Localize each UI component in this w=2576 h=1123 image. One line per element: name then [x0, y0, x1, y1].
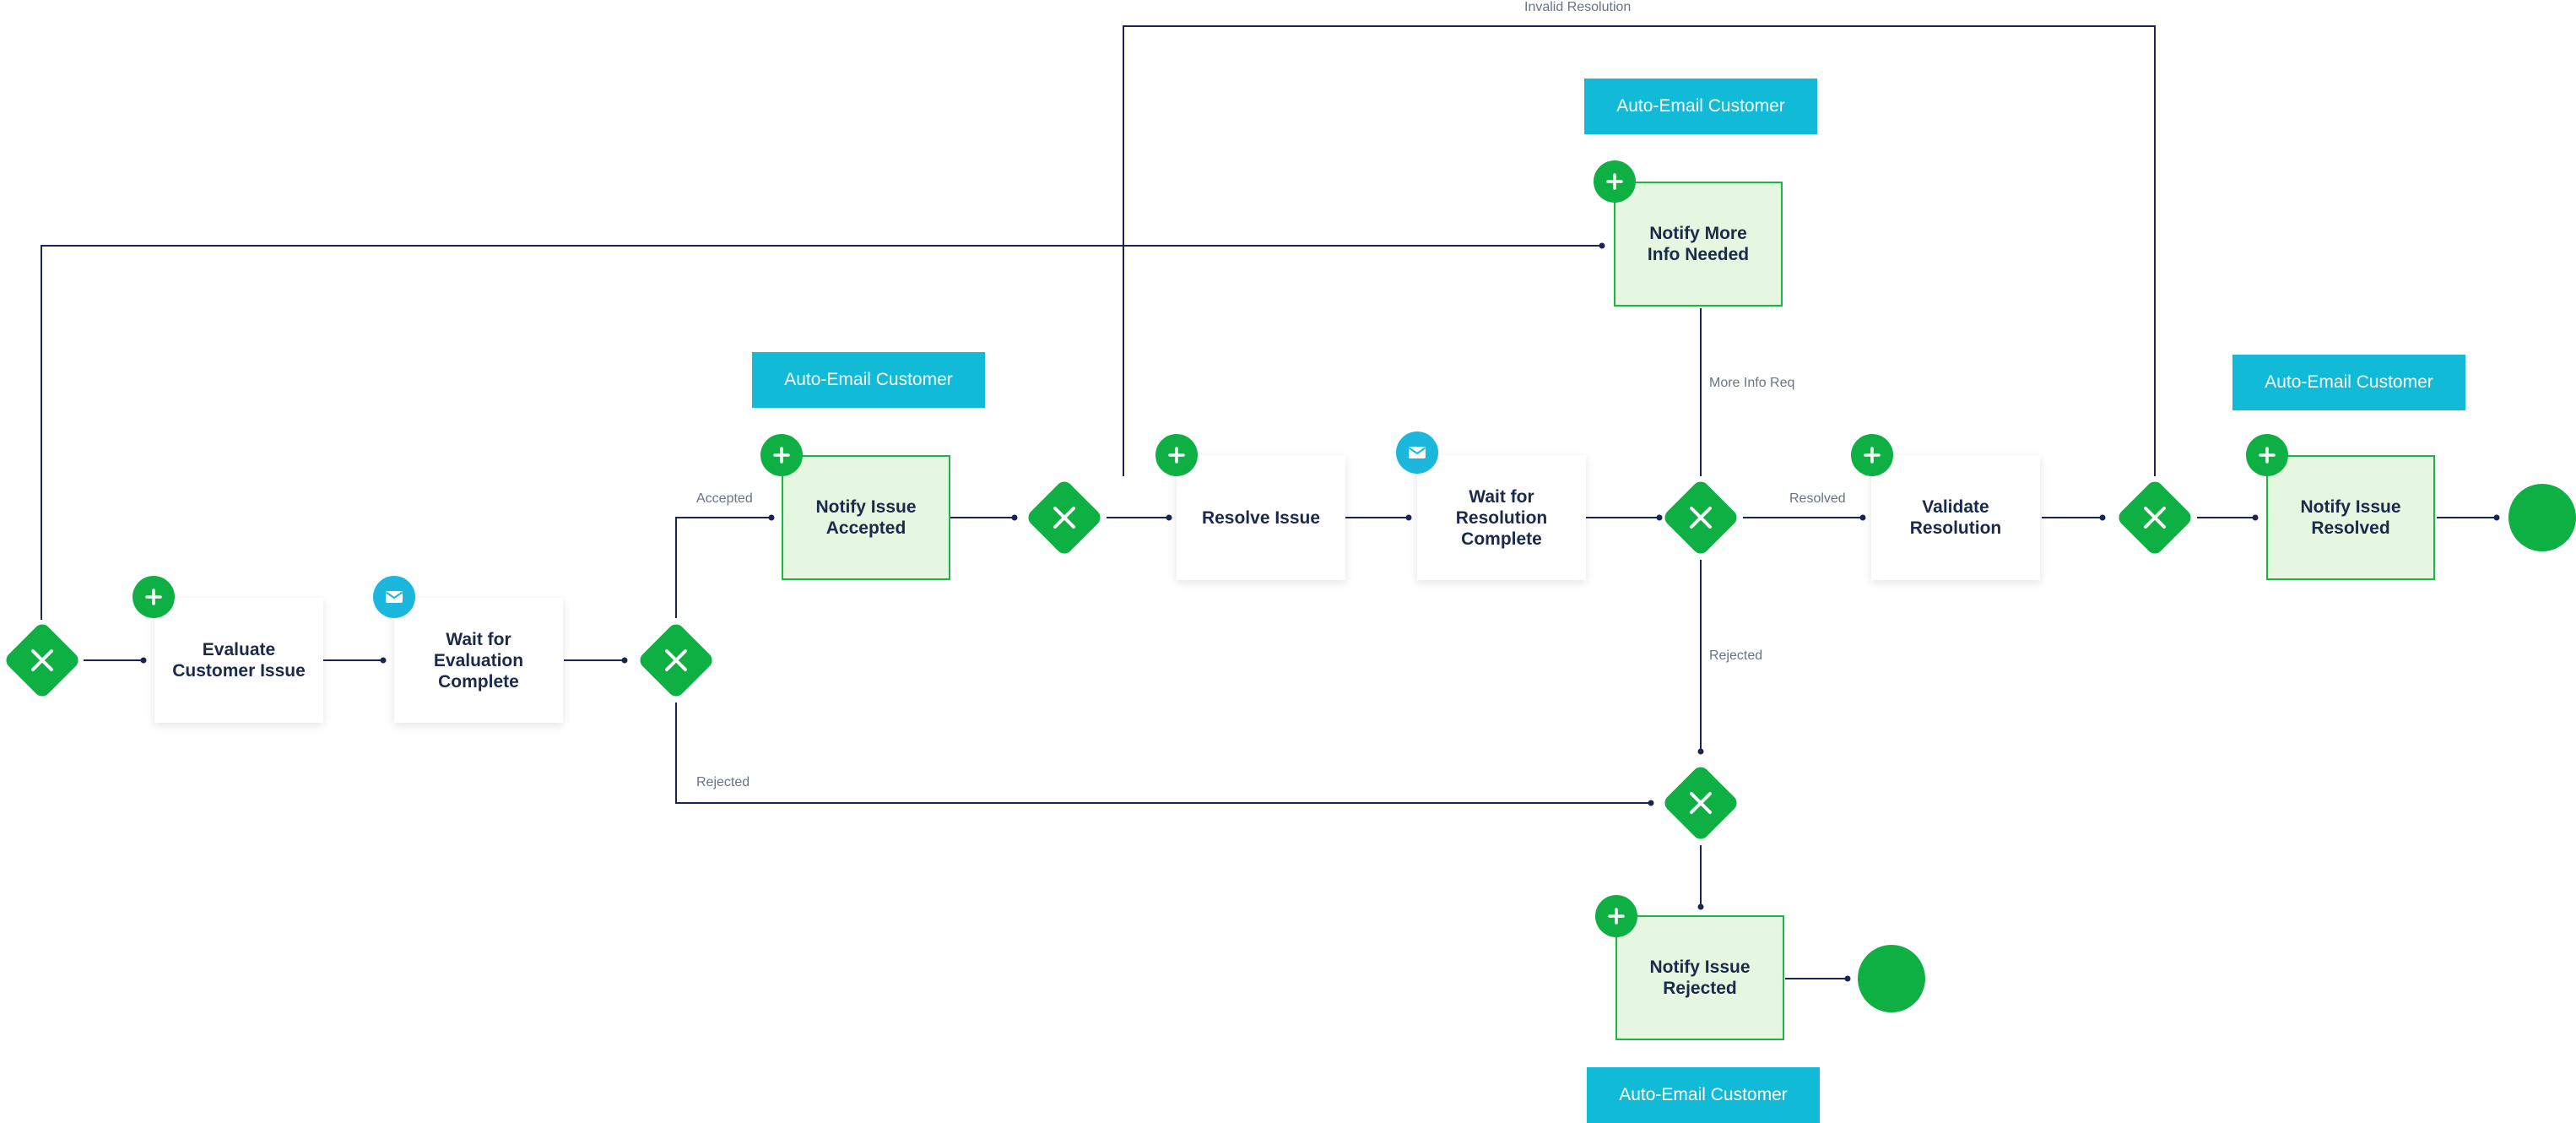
end-event-resolved[interactable]	[2508, 484, 2576, 551]
plus-icon[interactable]	[133, 576, 175, 618]
task-label: Notify Issue Rejected	[1649, 958, 1751, 998]
plus-icon[interactable]	[2246, 434, 2288, 476]
flow-accepted	[675, 517, 771, 618]
task-label: Evaluate Customer Issue	[172, 640, 306, 681]
gateway-evaluation-decision[interactable]	[634, 618, 718, 703]
task-label: Notify Issue Resolved	[2300, 497, 2401, 538]
task-notify-issue-resolved[interactable]: Notify Issue Resolved	[2266, 455, 2435, 580]
flow-label-rejected: Rejected	[696, 775, 750, 789]
task-notify-issue-rejected[interactable]: Notify Issue Rejected	[1615, 915, 1784, 1040]
gateway-resolve-merge[interactable]	[1022, 475, 1107, 560]
flow-label-invalid-resolution: Invalid Resolution	[1524, 0, 1632, 14]
task-wait-for-resolution[interactable]: Wait for Resolution Complete	[1417, 455, 1586, 580]
gateway-resolution-decision[interactable]	[1659, 475, 1743, 560]
task-label: Resolve Issue	[1201, 507, 1321, 528]
exclusive-gateway-x-icon	[640, 624, 712, 697]
task-label: Wait for Resolution Complete	[1455, 486, 1548, 549]
end-event-rejected[interactable]	[1858, 945, 1925, 1012]
task-notify-issue-accepted[interactable]: Notify Issue Accepted	[782, 455, 950, 580]
gateway-validation-decision[interactable]	[2113, 475, 2197, 560]
exclusive-gateway-x-icon	[6, 624, 78, 697]
envelope-icon[interactable]	[1396, 431, 1438, 474]
plus-icon[interactable]	[760, 434, 803, 476]
task-notify-more-info-needed[interactable]: Notify More Info Needed	[1614, 182, 1783, 307]
plus-icon[interactable]	[1155, 434, 1198, 476]
email-tag-rejected[interactable]: Auto-Email Customer	[1587, 1067, 1820, 1123]
task-label: Validate Resolution	[1909, 497, 2002, 538]
flow-label-accepted: Accepted	[696, 491, 753, 506]
task-label: Notify More Info Needed	[1647, 224, 1750, 264]
exclusive-gateway-x-icon	[1664, 767, 1737, 839]
plus-icon[interactable]	[1594, 160, 1636, 203]
email-tag-accepted[interactable]: Auto-Email Customer	[752, 352, 985, 408]
plus-icon[interactable]	[1851, 434, 1893, 476]
email-tag-more-info[interactable]: Auto-Email Customer	[1584, 79, 1817, 134]
envelope-icon[interactable]	[373, 576, 415, 618]
gateway-rejected-merge[interactable]	[1659, 761, 1743, 845]
flow-label-resolved: Resolved	[1789, 491, 1846, 506]
task-label: Notify Issue Accepted	[815, 497, 917, 538]
exclusive-gateway-x-icon	[1664, 481, 1737, 554]
flow-label-rejected-mid: Rejected	[1709, 648, 1763, 663]
task-validate-resolution[interactable]: Validate Resolution	[1871, 455, 2040, 580]
plus-icon[interactable]	[1595, 895, 1637, 937]
gateway-start[interactable]	[0, 618, 84, 703]
flow-endpoints	[140, 242, 2500, 982]
flow-rejected	[675, 703, 1651, 804]
task-resolve-issue[interactable]: Resolve Issue	[1177, 455, 1345, 580]
flow-loop-more-info	[41, 245, 1602, 620]
task-label: Wait for Evaluation Complete	[433, 629, 524, 692]
task-wait-for-evaluation[interactable]: Wait for Evaluation Complete	[394, 598, 563, 723]
exclusive-gateway-x-icon	[1028, 481, 1101, 554]
flow-invalid-resolution	[1123, 25, 2156, 476]
email-tag-resolved[interactable]: Auto-Email Customer	[2232, 355, 2465, 410]
flow-label-more-info-req: More Info Req	[1709, 376, 1795, 390]
task-evaluate-customer-issue[interactable]: Evaluate Customer Issue	[154, 598, 323, 723]
exclusive-gateway-x-icon	[2119, 481, 2191, 554]
